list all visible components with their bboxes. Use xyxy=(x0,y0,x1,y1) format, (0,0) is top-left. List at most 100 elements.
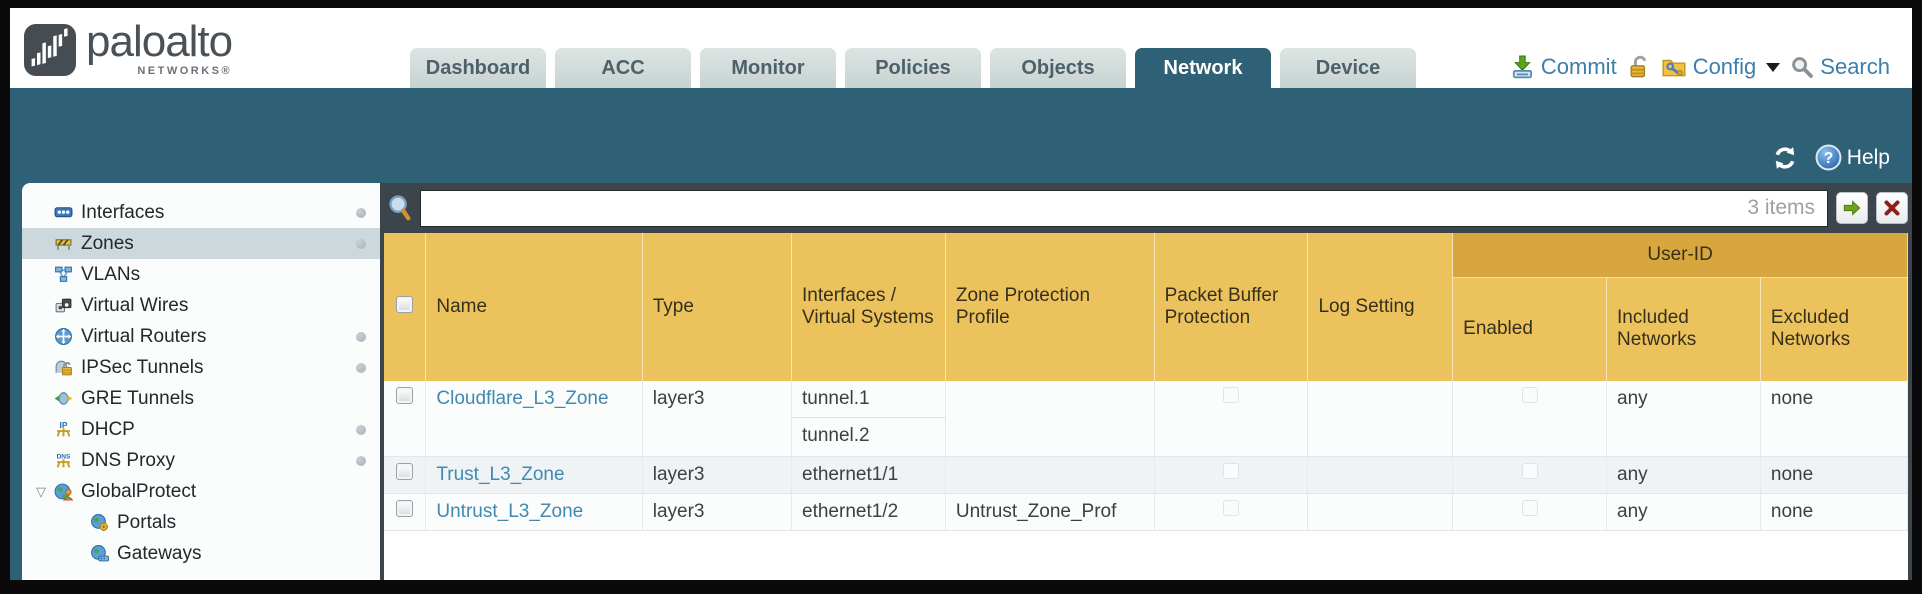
sidebar-item-zones[interactable]: Zones xyxy=(22,228,380,259)
select-all-checkbox[interactable] xyxy=(396,295,414,313)
sidebar-item-label: DNS Proxy xyxy=(81,449,175,471)
dns-proxy-icon: DNS xyxy=(57,453,71,468)
paloalto-logo: paloalto NETWORKS® xyxy=(24,17,233,77)
zone-type: layer3 xyxy=(642,381,793,457)
sidebar-item-label: IPSec Tunnels xyxy=(81,356,204,378)
sidebar-item-globalprotect[interactable]: ▽ GlobalProtect xyxy=(22,476,380,507)
column-header-enabled[interactable]: Enabled xyxy=(1452,277,1608,381)
filter-search-icon[interactable] xyxy=(387,194,413,222)
clear-filter-button[interactable] xyxy=(1876,192,1908,224)
packet-buffer-checkbox[interactable] xyxy=(1223,387,1240,403)
interface-item: ethernet1/1 xyxy=(791,456,946,494)
column-header-name[interactable]: Name xyxy=(425,233,643,381)
table-row[interactable]: Trust_L3_Zone layer3 ethernet1/1 any non… xyxy=(384,456,1908,494)
sidebar-item-virtual-wires[interactable]: Virtual Wires xyxy=(22,290,380,321)
config-menu[interactable]: Config xyxy=(1661,54,1781,80)
expand-caret-icon[interactable]: ▽ xyxy=(36,484,46,499)
search-label: Search xyxy=(1820,54,1890,79)
lock-icon[interactable] xyxy=(1627,55,1651,79)
help-label: Help xyxy=(1846,145,1890,169)
sidebar-item-portals[interactable]: Portals xyxy=(22,507,380,538)
interfaces-icon xyxy=(54,207,73,218)
sidebar-item-label: GlobalProtect xyxy=(81,480,197,502)
tab-acc[interactable]: ACC xyxy=(555,48,691,88)
tab-monitor[interactable]: Monitor xyxy=(700,48,836,88)
ipsec-tunnels-icon xyxy=(55,360,72,376)
tab-policies[interactable]: Policies xyxy=(845,48,981,88)
table-row[interactable]: Cloudflare_L3_Zone layer3 tunnel.1 tunne… xyxy=(384,381,1908,457)
excluded-networks: none xyxy=(1760,456,1908,494)
refresh-icon xyxy=(1775,147,1795,169)
column-header-log-setting[interactable]: Log Setting xyxy=(1307,233,1454,381)
log-setting xyxy=(1307,456,1454,494)
sidebar-item-virtual-routers[interactable]: Virtual Routers xyxy=(22,321,380,352)
column-header-packet-buffer-protection[interactable]: Packet Buffer Protection xyxy=(1154,233,1309,381)
row-checkbox[interactable] xyxy=(396,462,414,480)
zone-type: layer3 xyxy=(642,493,793,531)
brand-name: paloalto xyxy=(86,17,233,66)
tab-objects[interactable]: Objects xyxy=(990,48,1126,88)
zone-name-link[interactable]: Cloudflare_L3_Zone xyxy=(436,388,609,409)
row-checkbox[interactable] xyxy=(396,387,414,404)
status-dot xyxy=(356,362,366,373)
status-dot xyxy=(356,424,366,435)
commit-icon xyxy=(1512,55,1532,79)
filter-toolbar: 3 items xyxy=(384,186,1908,230)
userid-enabled-checkbox[interactable] xyxy=(1521,387,1538,403)
tab-dashboard[interactable]: Dashboard xyxy=(410,48,546,88)
filter-input-box: 3 items xyxy=(420,189,1828,227)
packet-buffer-checkbox[interactable] xyxy=(1223,462,1240,479)
help-button[interactable]: ? Help xyxy=(1815,144,1890,171)
sidebar-item-gateways[interactable]: Gateways xyxy=(22,538,380,569)
vlans-icon xyxy=(55,266,72,282)
config-label: Config xyxy=(1692,54,1757,79)
tab-device[interactable]: Device xyxy=(1280,48,1416,88)
gateways-icon xyxy=(91,545,109,562)
userid-enabled-checkbox[interactable] xyxy=(1521,462,1538,479)
zone-name-link[interactable]: Untrust_L3_Zone xyxy=(436,500,584,522)
zone-name-link[interactable]: Trust_L3_Zone xyxy=(436,463,565,485)
header-utilities: Commit Config xyxy=(1511,54,1890,80)
panos-app: paloalto NETWORKS® Dashboard ACC Monitor… xyxy=(10,8,1912,580)
excluded-networks: none xyxy=(1760,493,1908,531)
green-arrow-icon xyxy=(1843,200,1861,216)
sidebar-item-interfaces[interactable]: Interfaces xyxy=(22,197,380,228)
sidebar-item-label: Zones xyxy=(81,232,134,254)
zones-table-container: Name Type Interfaces / Virtual Systems Z… xyxy=(384,233,1908,580)
column-header-excluded-networks[interactable]: Excluded Networks xyxy=(1760,277,1908,381)
sidebar-item-label: Portals xyxy=(117,511,177,533)
sidebar-item-ipsec-tunnels[interactable]: IPSec Tunnels xyxy=(22,352,380,383)
virtual-wires-icon xyxy=(55,298,72,313)
sidebar-item-label: DHCP xyxy=(81,418,135,440)
zones-main-panel: 3 items xyxy=(380,183,1912,580)
apply-filter-button[interactable] xyxy=(1836,192,1868,224)
tab-network[interactable]: Network xyxy=(1135,48,1271,88)
commit-button[interactable]: Commit xyxy=(1511,54,1617,80)
gre-tunnels-icon xyxy=(54,392,73,405)
sidebar-item-gre-tunnels[interactable]: GRE Tunnels xyxy=(22,383,380,414)
column-header-zone-protection-profile[interactable]: Zone Protection Profile xyxy=(945,233,1155,381)
sidebar-item-vlans[interactable]: VLANs xyxy=(22,259,380,290)
virtual-routers-icon xyxy=(55,328,72,345)
column-header-type[interactable]: Type xyxy=(642,233,793,381)
column-header-interfaces[interactable]: Interfaces / Virtual Systems xyxy=(791,233,946,381)
packet-buffer-checkbox[interactable] xyxy=(1223,499,1240,516)
dhcp-icon: IP xyxy=(56,420,71,437)
column-group-user-id: User-ID xyxy=(1452,233,1908,278)
red-x-icon xyxy=(1884,200,1900,216)
column-header-included-networks[interactable]: Included Networks xyxy=(1606,277,1761,381)
search-button[interactable]: Search xyxy=(1790,54,1890,80)
refresh-button[interactable] xyxy=(1771,145,1799,171)
paloalto-logo-icon xyxy=(24,24,76,76)
svg-text:DNS: DNS xyxy=(57,453,71,460)
zone-protection-profile: Untrust_Zone_Prof xyxy=(945,493,1155,531)
main-nav-tabs: Dashboard ACC Monitor Policies Objects N… xyxy=(410,48,1416,88)
zone-type: layer3 xyxy=(642,456,793,494)
table-row[interactable]: Untrust_L3_Zone layer3 ethernet1/2 Untru… xyxy=(384,493,1908,531)
row-checkbox[interactable] xyxy=(396,499,414,517)
sidebar-item-dns-proxy[interactable]: DNS DNS Proxy xyxy=(22,445,380,476)
userid-enabled-checkbox[interactable] xyxy=(1521,499,1538,516)
svg-text:?: ? xyxy=(1824,150,1834,167)
filter-input[interactable] xyxy=(433,190,1748,226)
sidebar-item-dhcp[interactable]: IP DHCP xyxy=(22,414,380,445)
